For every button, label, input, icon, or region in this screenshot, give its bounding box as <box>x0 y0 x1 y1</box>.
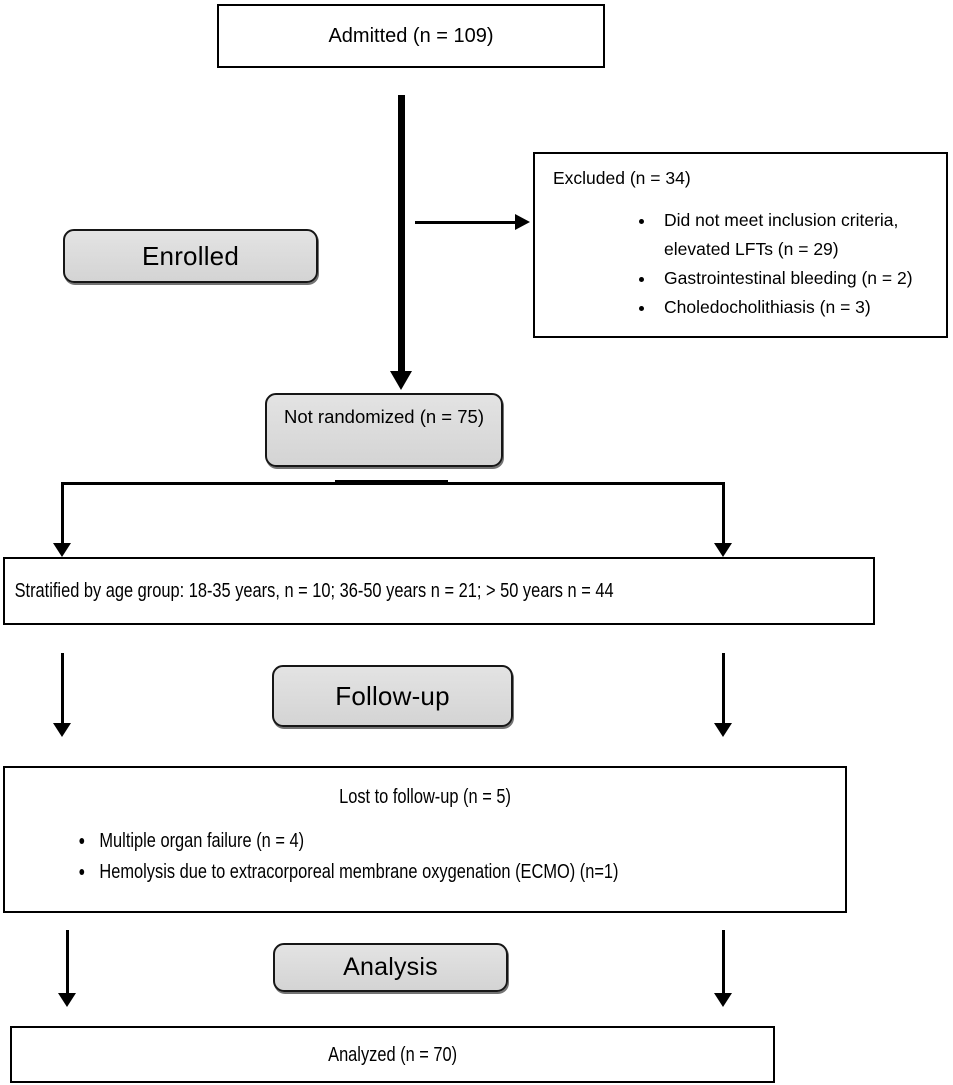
excluded-item: Gastrointestinal bleeding (n = 2) <box>656 264 932 293</box>
enrolled-stage-box: Enrolled <box>63 229 318 283</box>
followup-right-arrow-head-icon <box>714 723 732 737</box>
followup-left-arrow-shaft <box>61 653 64 724</box>
excluded-content: Excluded (n = 34) Did not meet inclusion… <box>535 154 946 336</box>
branch-left-arrow-shaft <box>61 482 64 544</box>
main-flow-arrow-shaft <box>398 95 405 373</box>
followup-stage-box: Follow-up <box>272 665 513 727</box>
excluded-title: Excluded (n = 34) <box>553 168 691 188</box>
branch-connector-thick-segment <box>335 480 448 485</box>
lost-to-followup-item: Hemolysis due to extracorporeal membrane… <box>95 856 677 887</box>
analysis-stage-label: Analysis <box>343 953 438 981</box>
admitted-box: Admitted (n = 109) <box>217 4 605 68</box>
lost-to-followup-content: Lost to follow-up (n = 5) Multiple organ… <box>5 768 845 911</box>
excluded-arrow-head-icon <box>515 214 530 230</box>
analysis-stage-box: Analysis <box>273 943 508 992</box>
not-randomized-label: Not randomized (n = 75) <box>283 406 484 427</box>
excluded-list: Did not meet inclusion criteria, elevate… <box>553 206 932 322</box>
analysis-right-arrow-head-icon <box>714 993 732 1007</box>
stratified-label: Stratified by age group: 18-35 years, n … <box>14 579 614 602</box>
excluded-item: Did not meet inclusion criteria, elevate… <box>656 206 932 264</box>
admitted-label: Admitted (n = 109) <box>328 24 494 47</box>
stratified-box: Stratified by age group: 18-35 years, n … <box>3 557 875 625</box>
lost-to-followup-item: Multiple organ failure (n = 4) <box>95 825 677 856</box>
excluded-box: Excluded (n = 34) Did not meet inclusion… <box>533 152 948 338</box>
analysis-left-arrow-head-icon <box>58 993 76 1007</box>
branch-right-arrow-shaft <box>722 482 725 544</box>
not-randomized-box: Not randomized (n = 75) <box>265 393 503 467</box>
lost-to-followup-box: Lost to follow-up (n = 5) Multiple organ… <box>3 766 847 913</box>
main-flow-arrow-head-icon <box>390 371 412 390</box>
branch-right-arrow-head-icon <box>714 543 732 557</box>
followup-stage-label: Follow-up <box>335 680 450 711</box>
analysis-left-arrow-shaft <box>66 930 69 994</box>
excluded-item: Choledocholithiasis (n = 3) <box>656 293 932 322</box>
excluded-arrow-shaft <box>415 221 516 224</box>
lost-to-followup-list: Multiple organ failure (n = 4) Hemolysis… <box>5 825 677 887</box>
branch-left-arrow-head-icon <box>53 543 71 557</box>
analyzed-box: Analyzed (n = 70) <box>10 1026 775 1083</box>
analyzed-label: Analyzed (n = 70) <box>328 1042 457 1066</box>
followup-left-arrow-head-icon <box>53 723 71 737</box>
lost-to-followup-title: Lost to follow-up (n = 5) <box>339 785 511 808</box>
enrolled-stage-label: Enrolled <box>142 240 239 271</box>
followup-right-arrow-shaft <box>722 653 725 724</box>
analysis-right-arrow-shaft <box>722 930 725 994</box>
